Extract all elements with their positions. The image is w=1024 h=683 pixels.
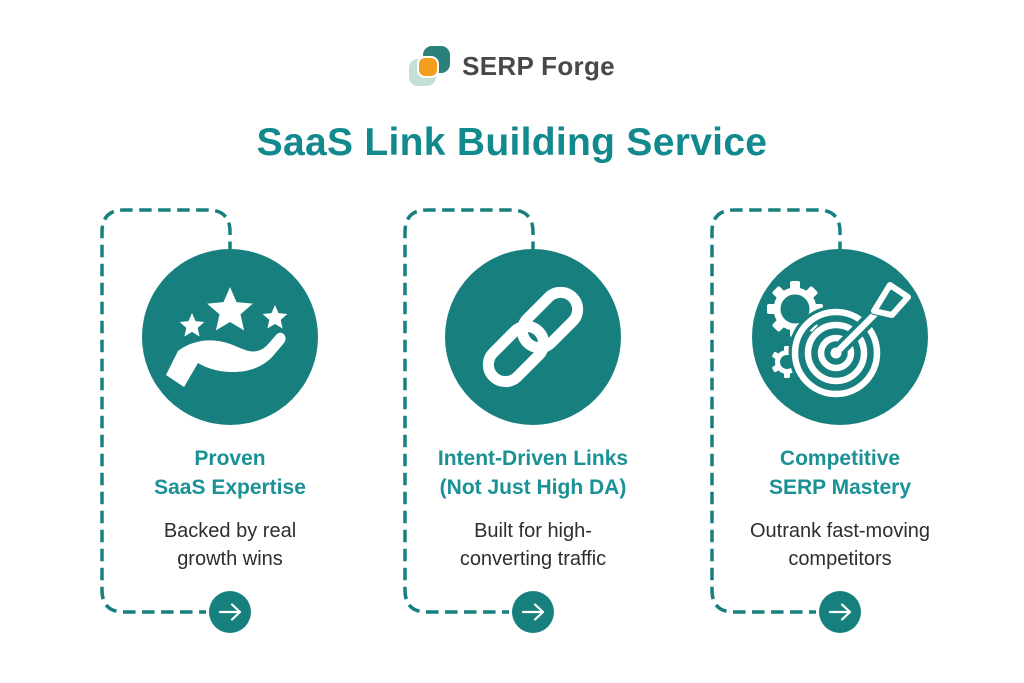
dashed-frame xyxy=(403,208,535,614)
card-body-line: growth wins xyxy=(177,548,283,570)
card-body-line: competitors xyxy=(788,548,892,570)
hand-stars-icon xyxy=(142,249,318,425)
page-title: SaaS Link Building Service xyxy=(256,121,768,164)
target-gears-arrow-icon xyxy=(752,249,928,425)
card-heading: Competitive SERP Mastery xyxy=(705,444,975,502)
card-heading-line: SERP Mastery xyxy=(768,476,912,499)
dashed-frame xyxy=(710,208,842,614)
card-heading: Intent-Driven Links (Not Just High DA) xyxy=(398,444,668,502)
next-arrow-button[interactable] xyxy=(209,591,251,633)
card-heading-line: (Not Just High DA) xyxy=(439,476,627,499)
card-body-line: Built for high- xyxy=(474,520,592,542)
logo: SERP Forge xyxy=(0,44,1024,88)
card-competitive-serp-mastery: Competitive SERP Mastery Outrank fast-mo… xyxy=(705,200,975,655)
dashed-frame xyxy=(100,208,232,614)
card-heading-line: Proven xyxy=(194,447,266,470)
logo-orange-square xyxy=(417,56,440,78)
right-arrow-icon xyxy=(218,603,242,621)
chain-link-icon xyxy=(445,249,621,425)
card-heading-line: Competitive xyxy=(779,447,901,470)
right-arrow-icon xyxy=(521,603,545,621)
serp-forge-logo-icon xyxy=(409,44,451,88)
card-body-line: Backed by real xyxy=(163,520,297,542)
card-body-line: Outrank fast-moving xyxy=(749,520,931,542)
next-arrow-button[interactable] xyxy=(512,591,554,633)
card-body: Backed by real growth wins xyxy=(95,517,365,573)
card-proven-saas-expertise: Proven SaaS Expertise Backed by real gro… xyxy=(95,200,365,655)
next-arrow-button[interactable] xyxy=(819,591,861,633)
card-body: Outrank fast-moving competitors xyxy=(705,517,975,573)
card-heading-line: Intent-Driven Links xyxy=(437,447,629,470)
card-body-line: converting traffic xyxy=(459,548,607,570)
logo-text: SERP Forge xyxy=(462,50,615,81)
card-body: Built for high- converting traffic xyxy=(398,517,668,573)
right-arrow-icon xyxy=(828,603,852,621)
card-intent-driven-links: Intent-Driven Links (Not Just High DA) B… xyxy=(398,200,668,655)
card-heading-line: SaaS Expertise xyxy=(154,476,306,499)
card-heading: Proven SaaS Expertise xyxy=(95,444,365,502)
